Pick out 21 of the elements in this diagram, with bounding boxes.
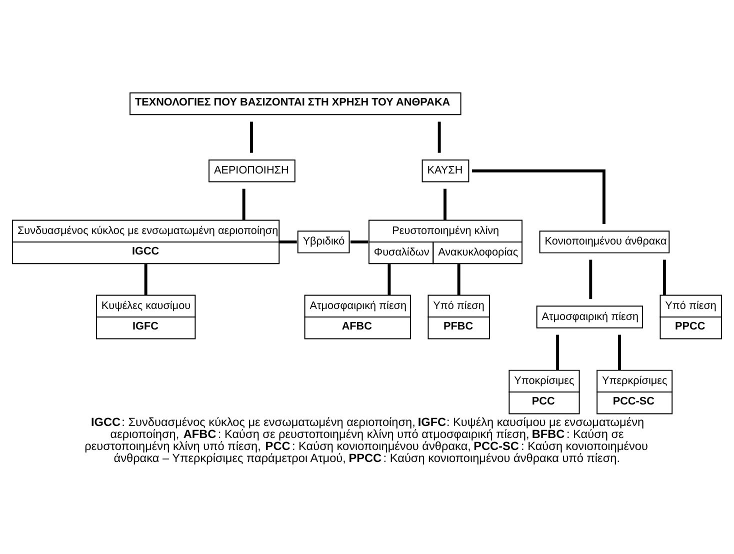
connector bbox=[242, 188, 246, 220]
node-box: Ατμοσφαιρική πίεση bbox=[536, 305, 643, 328]
node-box: ΑΕΡΙΟΠΟΙΗΣΗ bbox=[208, 159, 296, 182]
connector bbox=[438, 121, 441, 152]
node-box: ΤΕΧΝΟΛΟΓΙΕΣ ΠΟΥ ΒΑΣΙΖΟΝΤΑΙ ΣΤΗ ΧΡΗΣΗ ΤΟΥ ΑΝΘΡΑΚΑ bbox=[130, 92, 462, 115]
connector bbox=[388, 264, 391, 295]
connector bbox=[250, 121, 253, 152]
node-box: ΚΑΥΣΗ bbox=[422, 159, 470, 182]
node-box: Κονιοποιημένου άνθρακα bbox=[539, 230, 670, 253]
connector bbox=[556, 334, 560, 370]
connector bbox=[144, 264, 148, 295]
connector bbox=[444, 188, 446, 220]
connector bbox=[457, 264, 460, 295]
connector bbox=[472, 168, 606, 224]
connector bbox=[618, 334, 621, 370]
connector bbox=[350, 240, 368, 243]
node-box: Υβριδικό bbox=[297, 230, 350, 253]
connector bbox=[279, 240, 297, 243]
connector bbox=[662, 259, 666, 295]
connector bbox=[589, 259, 592, 299]
caption: IGCC: Συνδυασμένος κύκλος με ενσωματωμένη αεριοποίηση, IGFC: Κυψέλη καυσίμου με ενσωματωμένη αεριοποίηση, AFBC: Καύση σε ρευστοποιημένη κλίνη υπό ατμοσφαιρική πίεση, BFBC: Καύση σε ρευστοποιημένη κλίνη υπό πίεση, PCC: Καύση κονιοποιημένου άνθρακα, PCC-SC: Καύση κονιοποιημένου άνθρακα – Υπερκρίσιμες παράμετροι Ατμού, PPCC: Καύση κονιοποιημένου άνθρακα υπό πίεση. bbox=[84, 414, 648, 464]
